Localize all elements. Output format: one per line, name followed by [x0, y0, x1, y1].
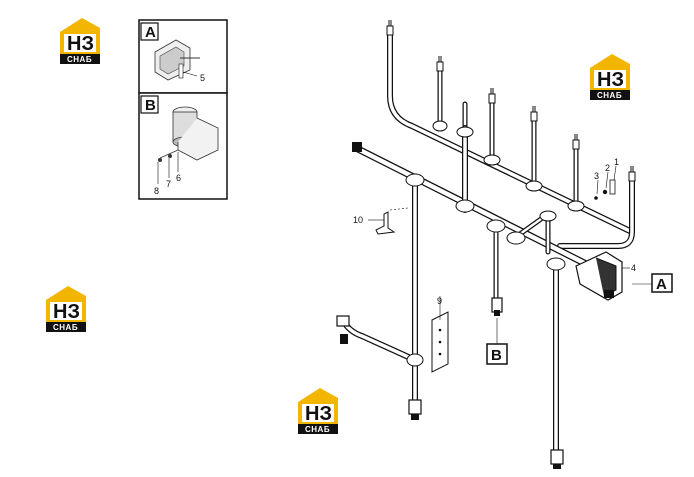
- junction-sleeves: [405, 120, 585, 367]
- svg-text:СНАБ: СНАБ: [53, 323, 78, 332]
- callout-numbers: 1 2 3 4 9 10: [353, 157, 636, 306]
- svg-text:1: 1: [614, 157, 619, 167]
- callout-leaders: [622, 267, 652, 285]
- wiring-harness: [341, 27, 635, 453]
- harness-connectors: [336, 19, 636, 469]
- view-label-b: B: [486, 318, 508, 365]
- svg-text:СНАБ: СНАБ: [67, 55, 92, 64]
- watermark-logo: НЗ СНАБ: [298, 388, 338, 434]
- svg-text:A: A: [145, 24, 156, 41]
- watermark-logo: НЗ СНАБ: [590, 54, 630, 100]
- watermark-logo: НЗ СНАБ: [60, 18, 100, 64]
- svg-text:B: B: [491, 347, 502, 364]
- svg-text:5: 5: [200, 73, 205, 83]
- svg-text:7: 7: [166, 179, 171, 189]
- main-connector-block: [575, 251, 623, 301]
- svg-text:СНАБ: СНАБ: [597, 91, 622, 100]
- view-label-a: A: [651, 273, 673, 293]
- svg-text:8: 8: [154, 186, 159, 196]
- svg-text:9: 9: [437, 296, 442, 306]
- svg-text:3: 3: [594, 171, 599, 181]
- svg-text:2: 2: [605, 163, 610, 173]
- fasteners-1-2-3: [594, 165, 617, 200]
- svg-text:6: 6: [176, 173, 181, 183]
- svg-text:НЗ: НЗ: [597, 69, 624, 91]
- bracket-10: [368, 207, 409, 235]
- svg-text:НЗ: НЗ: [305, 403, 332, 425]
- svg-text:НЗ: НЗ: [53, 301, 80, 323]
- svg-text:A: A: [656, 276, 667, 293]
- detail-inset-b: B 6 7 8: [138, 92, 228, 200]
- svg-text:10: 10: [353, 215, 363, 225]
- svg-text:СНАБ: СНАБ: [305, 425, 330, 434]
- svg-text:B: B: [145, 97, 156, 114]
- watermark-logo: НЗ СНАБ: [46, 286, 86, 332]
- svg-text:НЗ: НЗ: [67, 33, 94, 55]
- bracket-9: [431, 296, 449, 373]
- svg-text:4: 4: [631, 263, 636, 273]
- detail-inset-a: A 5: [138, 19, 228, 94]
